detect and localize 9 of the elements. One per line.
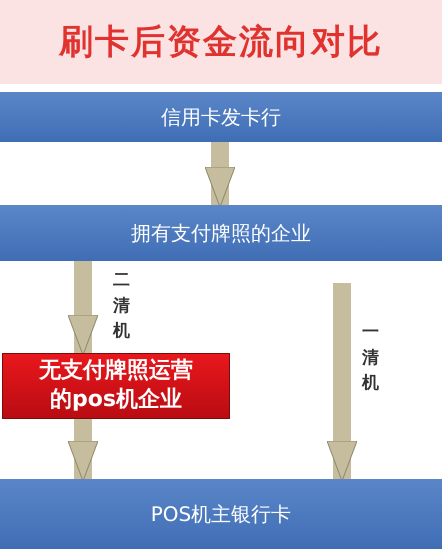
band-box: 信用卡发卡行	[0, 92, 442, 142]
highlight-box: 无支付牌照运营的pos机企业	[2, 353, 230, 419]
band-box: 拥有支付牌照的企业	[0, 205, 442, 261]
block-arrow	[68, 419, 98, 482]
title-banner: 刷卡后资金流向对比	[0, 0, 442, 84]
block-arrow	[68, 261, 98, 356]
block-arrow	[326, 283, 358, 482]
block-arrow	[204, 142, 236, 208]
band-box: POS机主银行卡	[0, 479, 442, 549]
